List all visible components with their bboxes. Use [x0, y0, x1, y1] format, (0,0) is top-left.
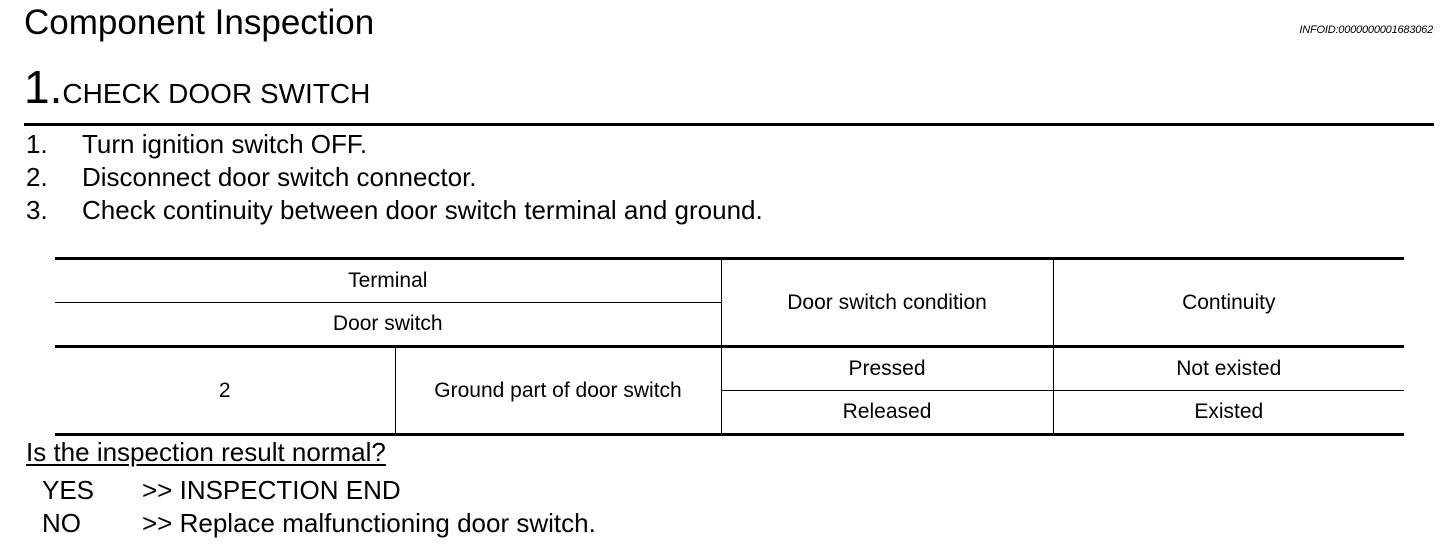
- cell-condition: Released: [720, 390, 1054, 436]
- header-door-switch: Door switch: [55, 302, 722, 348]
- answer-no-action: >> Replace malfunctioning door switch.: [142, 508, 596, 538]
- table-row: Released Existed: [55, 390, 1405, 436]
- answer-no: NO >> Replace malfunctioning door switch…: [42, 507, 596, 540]
- cell-terminal: 2: [55, 346, 395, 436]
- answer-yes-label: YES: [42, 475, 95, 505]
- cell-continuity: Existed: [1052, 390, 1405, 436]
- table-header-row: Terminal Door switch condition Continuit…: [55, 257, 1405, 348]
- result-answers: YES >> INSPECTION END NO >> Replace malf…: [42, 474, 596, 540]
- table-header-row: Door switch: [55, 302, 1404, 348]
- step-number: 1.: [24, 61, 63, 113]
- table-row: 2 Ground part of door switch Pressed Not…: [55, 346, 1405, 436]
- header-continuity: Continuity: [1052, 257, 1405, 348]
- procedure-item: 3. Check continuity between door switch …: [26, 194, 763, 227]
- inspection-table: Terminal Door switch condition Continuit…: [55, 257, 1405, 436]
- header-terminal: Terminal: [55, 257, 722, 303]
- cell-condition: Pressed: [720, 346, 1054, 391]
- step-title: CHECK DOOR SWITCH: [62, 78, 371, 109]
- result-question: Is the inspection result normal?: [26, 437, 386, 467]
- info-id: INFOID:0000000001683062: [1299, 24, 1433, 36]
- answer-yes: YES >> INSPECTION END: [42, 474, 596, 507]
- procedure-item-text: Disconnect door switch connector.: [82, 162, 477, 192]
- procedure-item-number: 1.: [26, 129, 48, 159]
- answer-yes-action: >> INSPECTION END: [142, 475, 401, 505]
- heading-divider: [24, 123, 1434, 126]
- cell-ground: Ground part of door switch: [394, 346, 722, 436]
- header-door-switch-condition: Door switch condition: [720, 257, 1054, 348]
- procedure-item-number: 3.: [26, 195, 48, 225]
- answer-no-label: NO: [42, 508, 81, 538]
- step-heading: 1.CHECK DOOR SWITCH: [24, 62, 370, 124]
- page-title: Component Inspection: [24, 3, 375, 42]
- cell-continuity: Not existed: [1052, 346, 1405, 391]
- procedure-item: 2. Disconnect door switch connector.: [26, 161, 763, 194]
- procedure-item-number: 2.: [26, 162, 48, 192]
- procedure-list: 1. Turn ignition switch OFF. 2. Disconne…: [26, 128, 763, 227]
- procedure-item: 1. Turn ignition switch OFF.: [26, 128, 763, 161]
- procedure-item-text: Check continuity between door switch ter…: [82, 195, 763, 225]
- procedure-item-text: Turn ignition switch OFF.: [82, 129, 368, 159]
